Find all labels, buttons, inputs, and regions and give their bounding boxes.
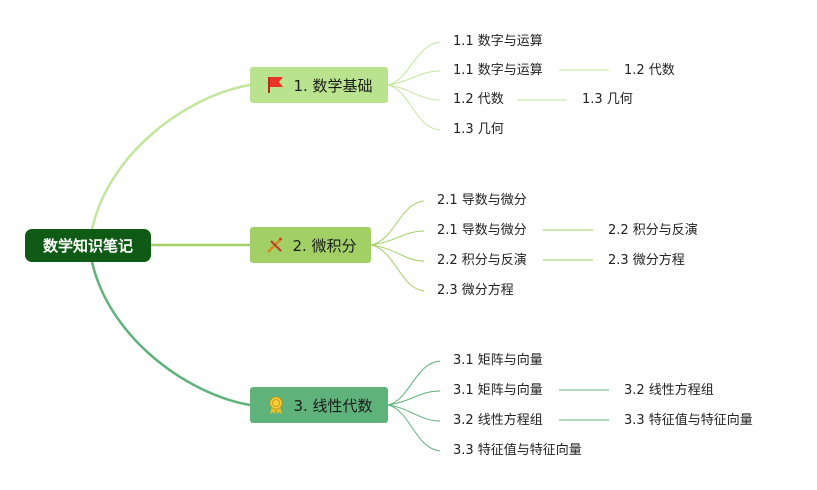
leaf-2-2[interactable]: 2.1 导数与微分 xyxy=(437,223,527,238)
leaf-1-1[interactable]: 1.1 数字与运算 xyxy=(453,34,543,49)
branch-node-1[interactable]: 1. 数学基础 xyxy=(250,67,388,103)
leaf-1-3[interactable]: 1.2 代数 xyxy=(453,92,504,107)
link-root-b1 xyxy=(90,83,251,230)
subleaf-3-1[interactable]: 3.2 线性方程组 xyxy=(624,383,714,398)
branch-label-3: 3. 线性代数 xyxy=(293,396,373,415)
branch-label-1: 1. 数学基础 xyxy=(293,76,373,95)
subleaf-2-1[interactable]: 2.2 积分与反演 xyxy=(608,223,698,238)
subleaf-1-2[interactable]: 1.3 几何 xyxy=(582,92,633,107)
red-flag-icon xyxy=(265,74,287,96)
link-root-b3 xyxy=(90,261,251,407)
leaf-2-1[interactable]: 2.1 导数与微分 xyxy=(437,193,527,208)
leaf-3-1[interactable]: 3.1 矩阵与向量 xyxy=(453,353,543,368)
subleaf-1-1[interactable]: 1.2 代数 xyxy=(624,63,675,78)
leaf-1-2[interactable]: 1.1 数字与运算 xyxy=(453,63,543,78)
leaf-2-3[interactable]: 2.2 积分与反演 xyxy=(437,253,527,268)
subleaf-2-2[interactable]: 2.3 微分方程 xyxy=(608,253,685,268)
leaf-3-3[interactable]: 3.2 线性方程组 xyxy=(453,413,543,428)
branch-label-2: 2. 微积分 xyxy=(292,236,357,255)
root-node[interactable]: 数学知识笔记 xyxy=(25,229,151,262)
branch-node-3[interactable]: 3. 线性代数 xyxy=(250,387,388,423)
leaf-1-4[interactable]: 1.3 几何 xyxy=(453,122,504,137)
leaf-2-4[interactable]: 2.3 微分方程 xyxy=(437,283,514,298)
root-label: 数学知识笔记 xyxy=(42,237,133,255)
award-ribbon-icon xyxy=(265,394,287,416)
pencil-ruler-icon xyxy=(264,234,286,256)
leaf-3-2[interactable]: 3.1 矩阵与向量 xyxy=(453,383,543,398)
branch-node-2[interactable]: 2. 微积分 xyxy=(250,227,371,263)
leaf-3-4[interactable]: 3.3 特征值与特征向量 xyxy=(453,443,582,458)
subleaf-3-2[interactable]: 3.3 特征值与特征向量 xyxy=(624,413,753,428)
